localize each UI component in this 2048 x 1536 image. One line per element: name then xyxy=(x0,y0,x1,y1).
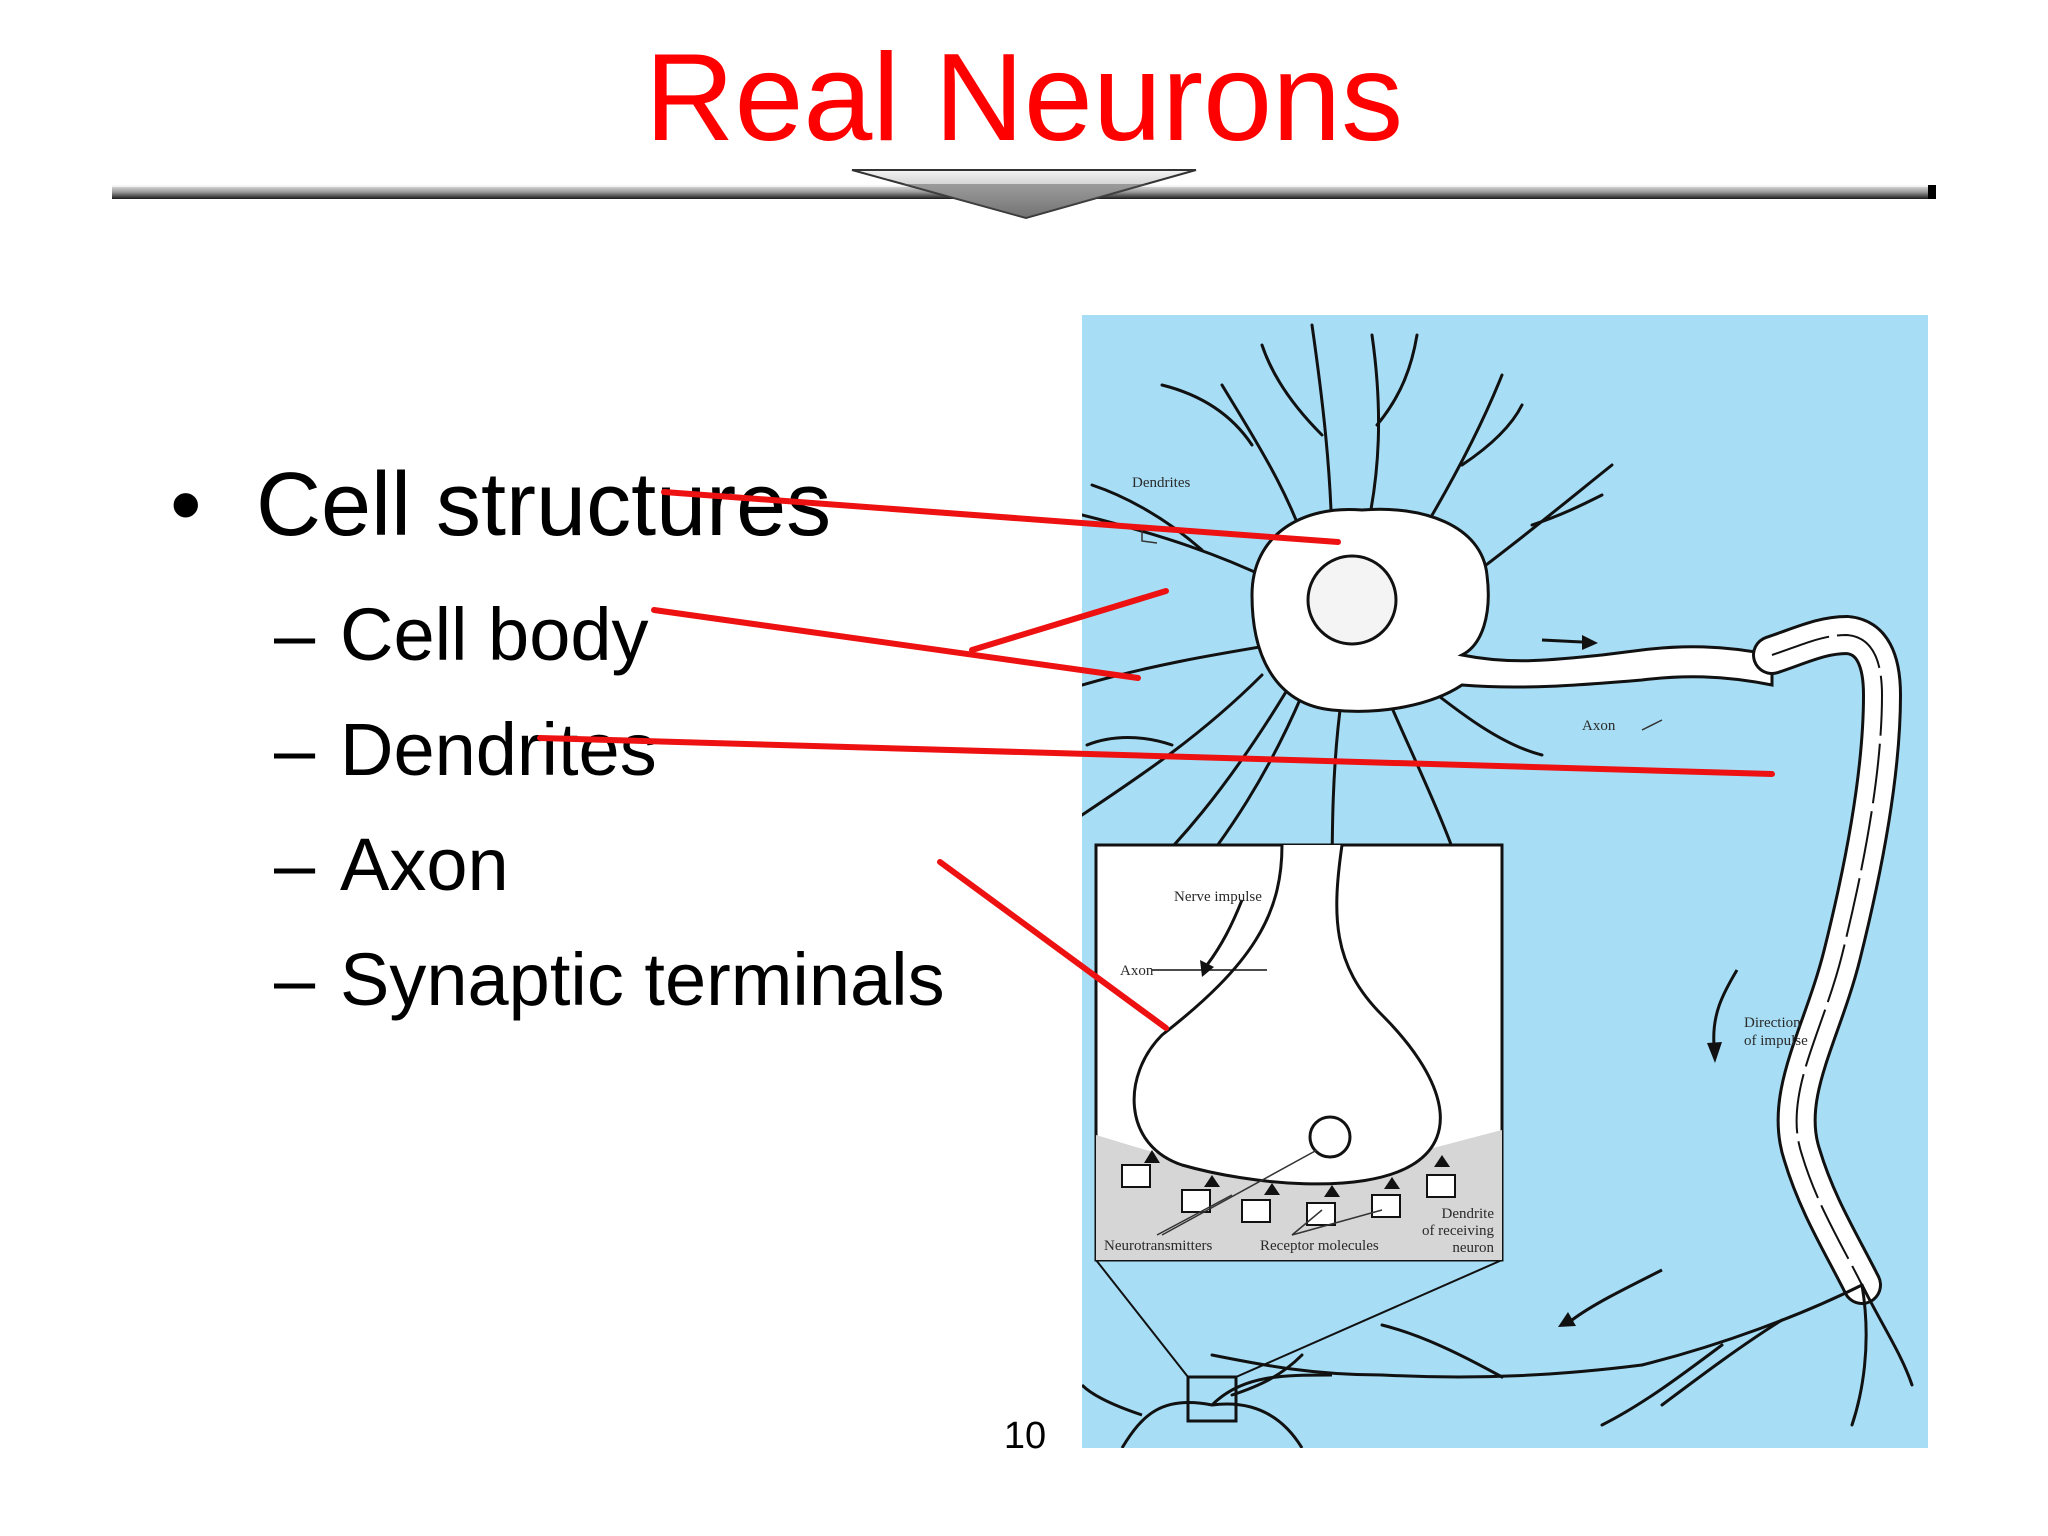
label-receptor-molecules: Receptor molecules xyxy=(1260,1238,1379,1254)
label-dendrite-line2: of receiving xyxy=(1422,1223,1495,1239)
bullet-dendrites: –Dendrites xyxy=(274,705,657,795)
cell-body-shape xyxy=(1250,507,1774,713)
title-divider xyxy=(112,169,1936,220)
bullet-text: Cell body xyxy=(340,593,649,676)
neuron-figure: Dendrites Axon Direction of impulse Nerv… xyxy=(1082,315,1928,1448)
bullet-axon: –Axon xyxy=(274,820,509,910)
bullet-text: Cell structures xyxy=(256,455,832,555)
inset-pointer-box xyxy=(1186,1375,1238,1423)
bullet-text: Synaptic terminals xyxy=(340,938,945,1021)
label-dendrite-line3: neuron xyxy=(1452,1240,1494,1256)
bullet-text: Dendrites xyxy=(340,708,657,791)
pointer-dendrites xyxy=(651,607,1141,681)
label-inset-axon: Axon xyxy=(1120,963,1154,979)
bullet-text: Axon xyxy=(340,823,509,906)
neuron-illustration: Dendrites Axon Direction of impulse Nerv… xyxy=(1082,315,1928,1448)
slide-title: Real Neurons xyxy=(644,29,1404,167)
label-direction-line1: Direction xyxy=(1744,1015,1801,1031)
bullet-marker: • xyxy=(170,455,202,555)
label-neurotransmitters: Neurotransmitters xyxy=(1104,1238,1212,1254)
nucleus xyxy=(1306,554,1398,646)
label-dendrite-line1: Dendrite xyxy=(1442,1206,1495,1222)
dash-marker: – xyxy=(274,823,316,906)
label-direction-line2: of impulse xyxy=(1744,1033,1808,1049)
label-axon: Axon xyxy=(1582,718,1616,734)
synapse-inset xyxy=(1094,843,1504,1262)
bullet-cell-structures: • Cell structures xyxy=(170,455,831,555)
dash-marker: – xyxy=(274,593,316,676)
dash-marker: – xyxy=(274,938,316,1021)
bullet-cell-body: –Cell body xyxy=(274,590,649,680)
dash-marker: – xyxy=(274,708,316,791)
label-nerve-impulse: Nerve impulse xyxy=(1174,889,1262,905)
label-dendrites: Dendrites xyxy=(1132,475,1190,491)
page-number: 10 xyxy=(1003,1415,1047,1457)
bullet-synaptic-terminals: –Synaptic terminals xyxy=(274,935,945,1025)
